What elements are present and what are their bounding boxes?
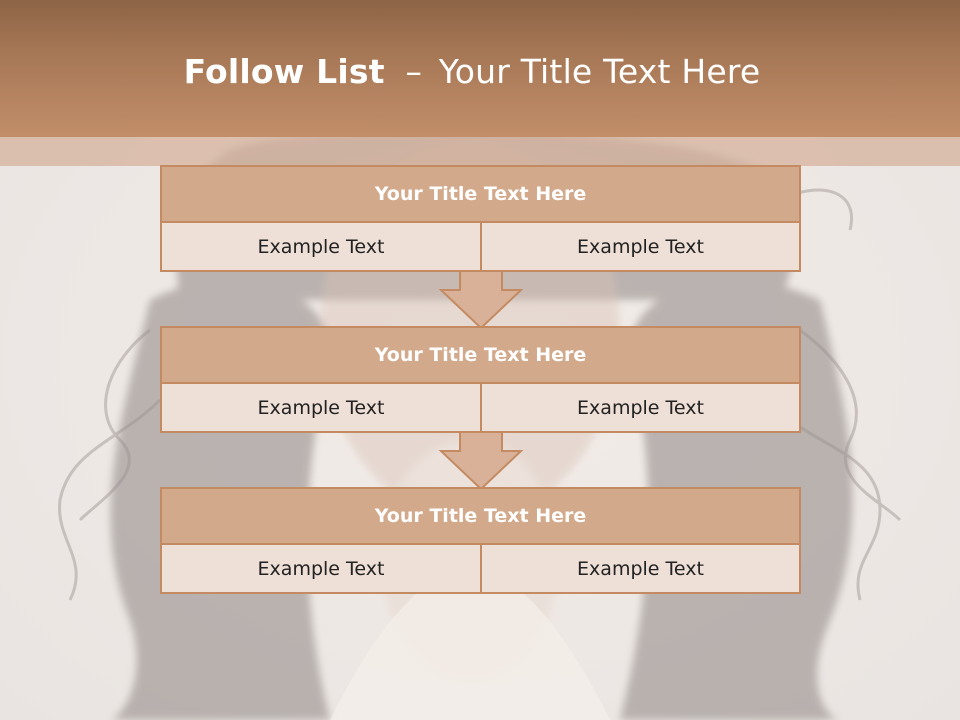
- block-title: Your Title Text Here: [160, 165, 801, 223]
- block-title: Your Title Text Here: [160, 326, 801, 384]
- slide-title-separator: –: [405, 52, 423, 91]
- block-cell-left: Example Text: [160, 221, 482, 272]
- block-cell-right: Example Text: [480, 221, 801, 272]
- block-cell-left: Example Text: [160, 543, 482, 594]
- slide-title-rest: Your Title Text Here: [438, 52, 761, 91]
- follow-block-1: Your Title Text Here Example Text Exampl…: [160, 165, 801, 272]
- down-arrow-icon: [438, 270, 524, 330]
- header-band: [0, 0, 960, 137]
- header-stripe: [0, 137, 960, 166]
- follow-block-2: Your Title Text Here Example Text Exampl…: [160, 326, 801, 433]
- block-cell-left: Example Text: [160, 382, 482, 433]
- block-cell-right: Example Text: [480, 543, 801, 594]
- down-arrow-icon: [438, 431, 524, 491]
- follow-block-3: Your Title Text Here Example Text Exampl…: [160, 487, 801, 594]
- block-cell-right: Example Text: [480, 382, 801, 433]
- slide-title-bold: Follow List: [183, 52, 385, 91]
- slide-title: Follow List – Your Title Text Here: [0, 52, 944, 91]
- block-title: Your Title Text Here: [160, 487, 801, 545]
